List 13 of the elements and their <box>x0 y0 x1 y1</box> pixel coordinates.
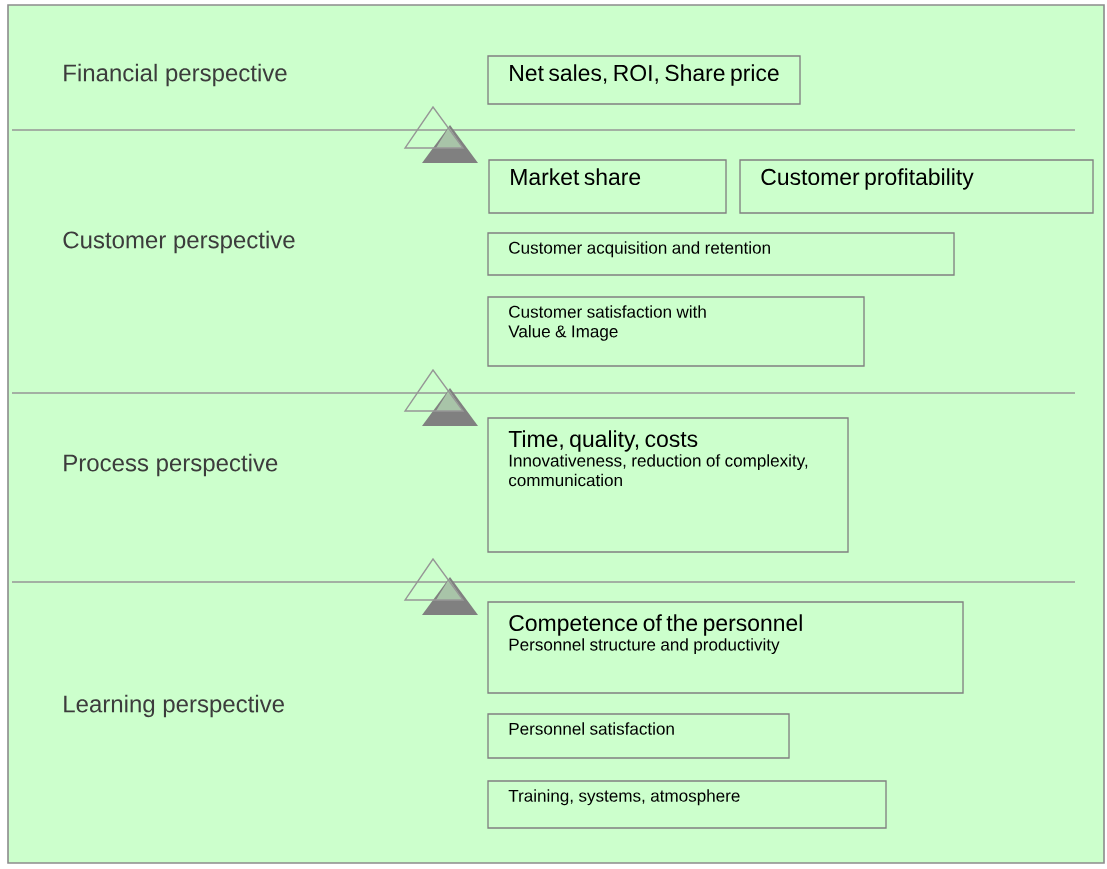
text-box: Customer profitability <box>739 159 1094 214</box>
text-box: Training, systems, atmosphere <box>487 780 887 829</box>
text-box: Net sales, ROI, Share price <box>487 55 801 105</box>
perspective-label: Financial perspective <box>64 63 287 87</box>
text-box: Customer acquisition and retention <box>487 232 955 276</box>
text-box: Market share <box>488 159 727 214</box>
text-box: Personnel satisfaction <box>487 713 790 759</box>
perspective-label: Customer perspective <box>63 230 295 254</box>
text-box: Customer satisfaction with Value & Image <box>487 296 865 367</box>
text-box: Competence of the personnel Personnel structure and productivity <box>487 601 964 694</box>
text-box: Time, quality, costs Innovativeness, reduction of complexity, communication <box>487 417 849 553</box>
perspective-label: Process perspective <box>64 453 278 477</box>
perspective-label: Learning perspective <box>64 694 284 718</box>
